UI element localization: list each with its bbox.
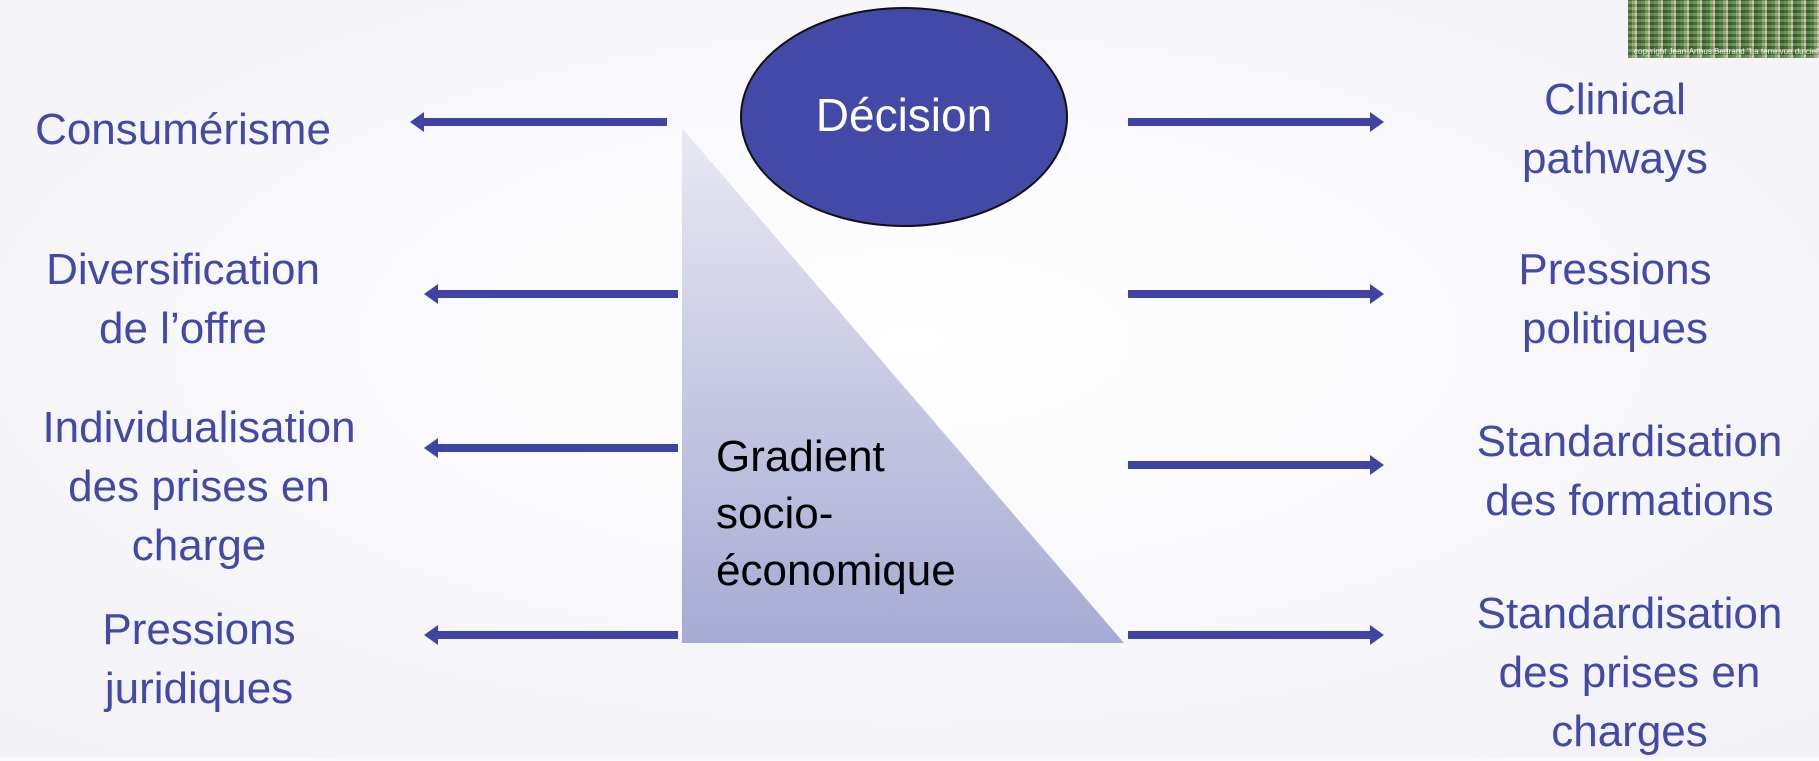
arrowhead-left-4 — [424, 625, 438, 645]
arrowhead-right-1 — [1370, 112, 1384, 132]
arrowhead-left-3 — [424, 438, 438, 458]
right-label-standardisation-formations: Standardisation des formations — [1476, 417, 1783, 525]
aerial-photo-thumbnail: copyright Jean-Arthus Bertrand "La terre… — [1628, 0, 1819, 58]
left-label-pressions-juridiques: Pressions juridiques — [102, 605, 296, 713]
arrowhead-right-2 — [1370, 284, 1384, 304]
left-label-individualisation: Individualisation des prises en charge — [42, 403, 356, 570]
right-label-standardisation-prises: Standardisation des prises en charges — [1476, 589, 1783, 756]
arrowhead-left-1 — [410, 112, 424, 132]
arrowhead-right-4 — [1370, 625, 1384, 645]
right-label-clinical-pathways: Clinical pathways — [1522, 75, 1708, 183]
arrowhead-right-3 — [1370, 455, 1384, 475]
gradient-triangle — [682, 128, 1124, 643]
decision-ellipse — [740, 7, 1068, 227]
left-label-diversification: Diversification de l’offre — [46, 245, 320, 353]
decision-label: Décision — [815, 89, 993, 141]
right-arrows — [1128, 112, 1384, 645]
arrowhead-left-2 — [424, 284, 438, 304]
left-arrows — [410, 112, 678, 645]
right-label-pressions-politiques: Pressions politiques — [1518, 245, 1712, 353]
photo-caption: copyright Jean-Arthus Bertrand "La terre… — [1634, 47, 1819, 56]
gradient-label: Gradient socio- économique — [716, 432, 956, 595]
left-label-consumerisme: Consumérisme — [35, 105, 331, 154]
